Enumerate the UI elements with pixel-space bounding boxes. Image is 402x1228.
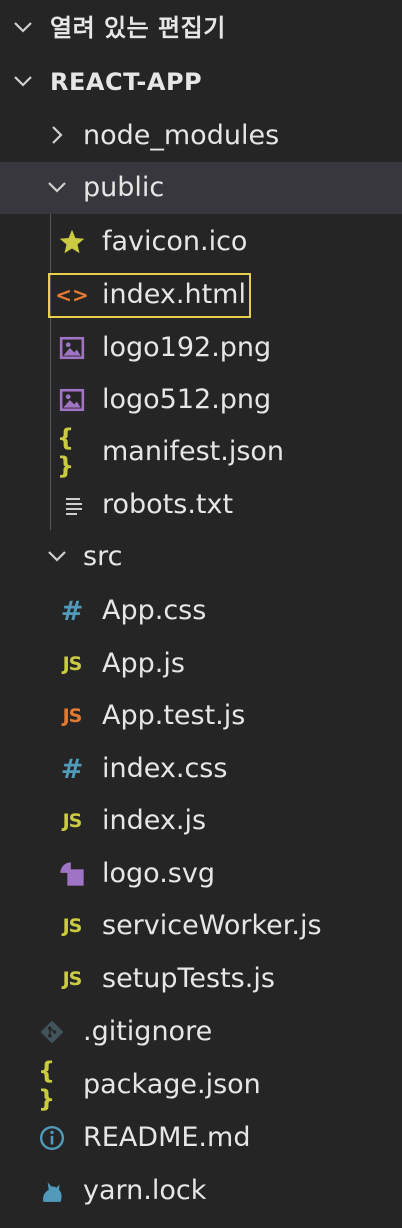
folder-src[interactable]: src [0,531,402,583]
chevron-down-icon [12,70,34,92]
file-robots-txt[interactable]: robots.txt [0,479,402,531]
file-app-css[interactable]: # App.css [0,585,402,637]
js-test-icon: JS [62,705,83,727]
file-readme-md[interactable]: README.md [0,1112,402,1164]
js-icon: JS [62,653,83,675]
yarn-cat-icon [38,1177,66,1205]
json-braces-icon: { } [57,424,76,480]
file-label: package.json [83,1069,261,1100]
js-icon: JS [62,915,83,937]
file-manifest-json[interactable]: { } manifest.json [0,424,402,480]
file-index-css[interactable]: # index.css [0,743,402,795]
folder-public[interactable]: public [0,162,402,214]
js-icon: JS [62,968,83,990]
css-hash-icon: # [60,595,84,627]
file-label: serviceWorker.js [102,910,322,941]
file-logo-svg[interactable]: logo.svg [0,848,402,900]
css-hash-icon: # [60,753,84,785]
info-icon [38,1124,66,1152]
folder-label: src [83,541,123,572]
image-icon [58,334,86,362]
star-icon [58,228,86,256]
open-editors-header[interactable]: 열려 있는 편집기 [0,2,402,54]
folder-label: public [83,172,165,203]
file-index-js[interactable]: JS index.js [0,795,402,847]
file-app-test-js[interactable]: JS App.test.js [0,690,402,742]
file-label: favicon.ico [102,226,248,257]
file-logo192-png[interactable]: logo192.png [0,322,402,374]
svg-shapes-icon [58,860,86,888]
chevron-down-icon [46,176,68,198]
file-label: App.test.js [102,700,246,731]
file-package-json[interactable]: { } package.json [0,1057,402,1113]
file-label: yarn.lock [83,1175,207,1206]
git-icon [38,1018,66,1046]
file-logo512-png[interactable]: logo512.png [0,374,402,426]
open-editors-title: 열려 있는 편집기 [50,14,226,42]
project-header[interactable]: REACT-APP [0,56,402,108]
image-icon [58,386,86,414]
file-label: .gitignore [83,1016,213,1047]
file-label: logo512.png [102,384,272,415]
file-label: App.css [102,595,207,626]
file-label: manifest.json [102,436,285,467]
chevron-right-icon [46,124,68,146]
file-favicon-ico[interactable]: favicon.ico [0,216,402,268]
chevron-down-icon [46,545,68,567]
file-label: index.html [102,279,246,310]
file-gitignore[interactable]: .gitignore [0,1006,402,1058]
file-label: logo.svg [102,858,215,889]
json-braces-icon: { } [38,1057,57,1113]
file-label: robots.txt [102,489,234,520]
html-code-icon: <> [55,283,89,307]
file-setuptests-js[interactable]: JS setupTests.js [0,953,402,1005]
folder-label: node_modules [83,120,280,151]
file-yarn-lock[interactable]: yarn.lock [0,1165,402,1217]
text-lines-icon [60,491,88,519]
file-label: index.css [102,753,228,784]
file-label: App.js [102,648,185,679]
folder-node-modules[interactable]: node_modules [0,110,402,162]
focus-outline [48,273,251,318]
chevron-down-icon [12,16,34,38]
indent-guide [50,214,51,530]
js-icon: JS [62,810,83,832]
project-title: REACT-APP [50,68,203,96]
file-index-html[interactable]: <> index.html [0,269,402,321]
file-label: index.js [102,805,207,836]
file-serviceworker-js[interactable]: JS serviceWorker.js [0,900,402,952]
file-label: setupTests.js [102,963,275,994]
file-label: logo192.png [102,332,272,363]
file-app-js[interactable]: JS App.js [0,638,402,690]
file-label: README.md [83,1122,251,1153]
